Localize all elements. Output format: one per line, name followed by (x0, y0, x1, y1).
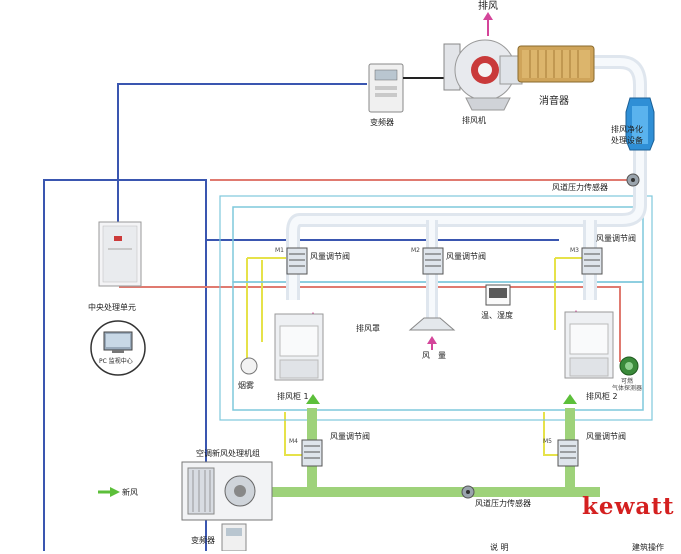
duct-pressure-sensor-top (626, 173, 640, 187)
cyan-frame (219, 195, 653, 421)
tag-m4: M4 (289, 438, 298, 445)
exhaust-up-arrow (483, 12, 493, 36)
silencer (517, 45, 595, 83)
airflow-label: 风 量 (422, 351, 446, 360)
purifier-label: 排风净化 处理设备 (611, 125, 643, 145)
duct-pressure-top-label: 风道压力传感器 (552, 183, 608, 192)
yellow-signal-line (543, 412, 558, 456)
air-handling-unit (181, 461, 273, 521)
damper-m5 (557, 439, 579, 467)
central-unit-label: 中央处理单元 (88, 303, 136, 312)
blue-signal-line (43, 179, 559, 551)
damper-m3 (581, 247, 603, 275)
central-cabinet (98, 221, 142, 287)
exhaust-fan (443, 39, 523, 111)
pc-monitor-label: PC 监视中心 (99, 358, 133, 365)
yellow-signal-line (284, 412, 302, 456)
damper-m4-label: 风量调节阀 (330, 432, 370, 441)
fume-hood-2-label: 排风柜 2 (586, 392, 618, 401)
purifier-unit (625, 97, 655, 151)
vfd-top-label: 变频器 (370, 118, 394, 127)
fresh-air-inlet-arrow (98, 487, 120, 497)
gas-detector (619, 356, 639, 376)
tag-m2: M2 (411, 247, 420, 254)
fume-hood-1-label: 排风柜 1 (277, 392, 309, 401)
damper-m4 (301, 439, 323, 467)
silencer-label: 消音器 (539, 96, 569, 107)
gas-detector-label: 可燃 气体探测器 (612, 378, 643, 392)
vfd-top (368, 63, 404, 113)
fume-hood-1 (274, 313, 324, 381)
damper-m1-label: 风量调节阀 (310, 252, 350, 261)
damper-m3-label: 风量调节阀 (596, 234, 636, 243)
smoke-label: 烟雾 (238, 381, 254, 390)
ahu-label: 空调新风处理机组 (196, 449, 260, 458)
vfd-bottom-label: 变频器 (191, 536, 215, 545)
exhaust-hood (408, 317, 456, 331)
fresh-air-label: 新风 (122, 488, 138, 497)
tag-m3: M3 (570, 247, 579, 254)
tag-m1: M1 (275, 247, 284, 254)
temp-humidity-sensor (485, 284, 511, 306)
fume-hood-2-green-arrow (563, 394, 577, 404)
duct-pressure-bottom-label: 风道压力传感器 (475, 499, 531, 508)
exhaust-fan-label: 排风机 (462, 116, 486, 125)
vfd-bottom (221, 523, 247, 551)
bottom-right-partial-text: 建筑操作 (632, 543, 664, 552)
fume-hood-1-green-arrow (306, 394, 320, 404)
duct-pressure-sensor-bottom (461, 485, 475, 499)
pc-monitor (90, 320, 146, 376)
signal-lines (43, 83, 653, 551)
red-signal-line (262, 286, 621, 362)
bottom-left-partial-text: 说 明 (490, 543, 509, 552)
tag-m5: M5 (543, 438, 552, 445)
temp-humidity-label: 温、湿度 (481, 311, 513, 320)
damper-m5-label: 风量调节阀 (586, 432, 626, 441)
fume-hood-2 (564, 311, 614, 379)
damper-m2 (422, 247, 444, 275)
damper-m2-label: 风量调节阀 (446, 252, 486, 261)
kewatt-logo: kewatt (582, 493, 675, 520)
exhaust-out-label: 排风 (478, 1, 498, 12)
damper-m1 (286, 247, 308, 275)
smoke-detector (240, 357, 258, 375)
hood-label: 排风罩 (356, 324, 380, 333)
airflow-up-arrow (427, 336, 437, 350)
